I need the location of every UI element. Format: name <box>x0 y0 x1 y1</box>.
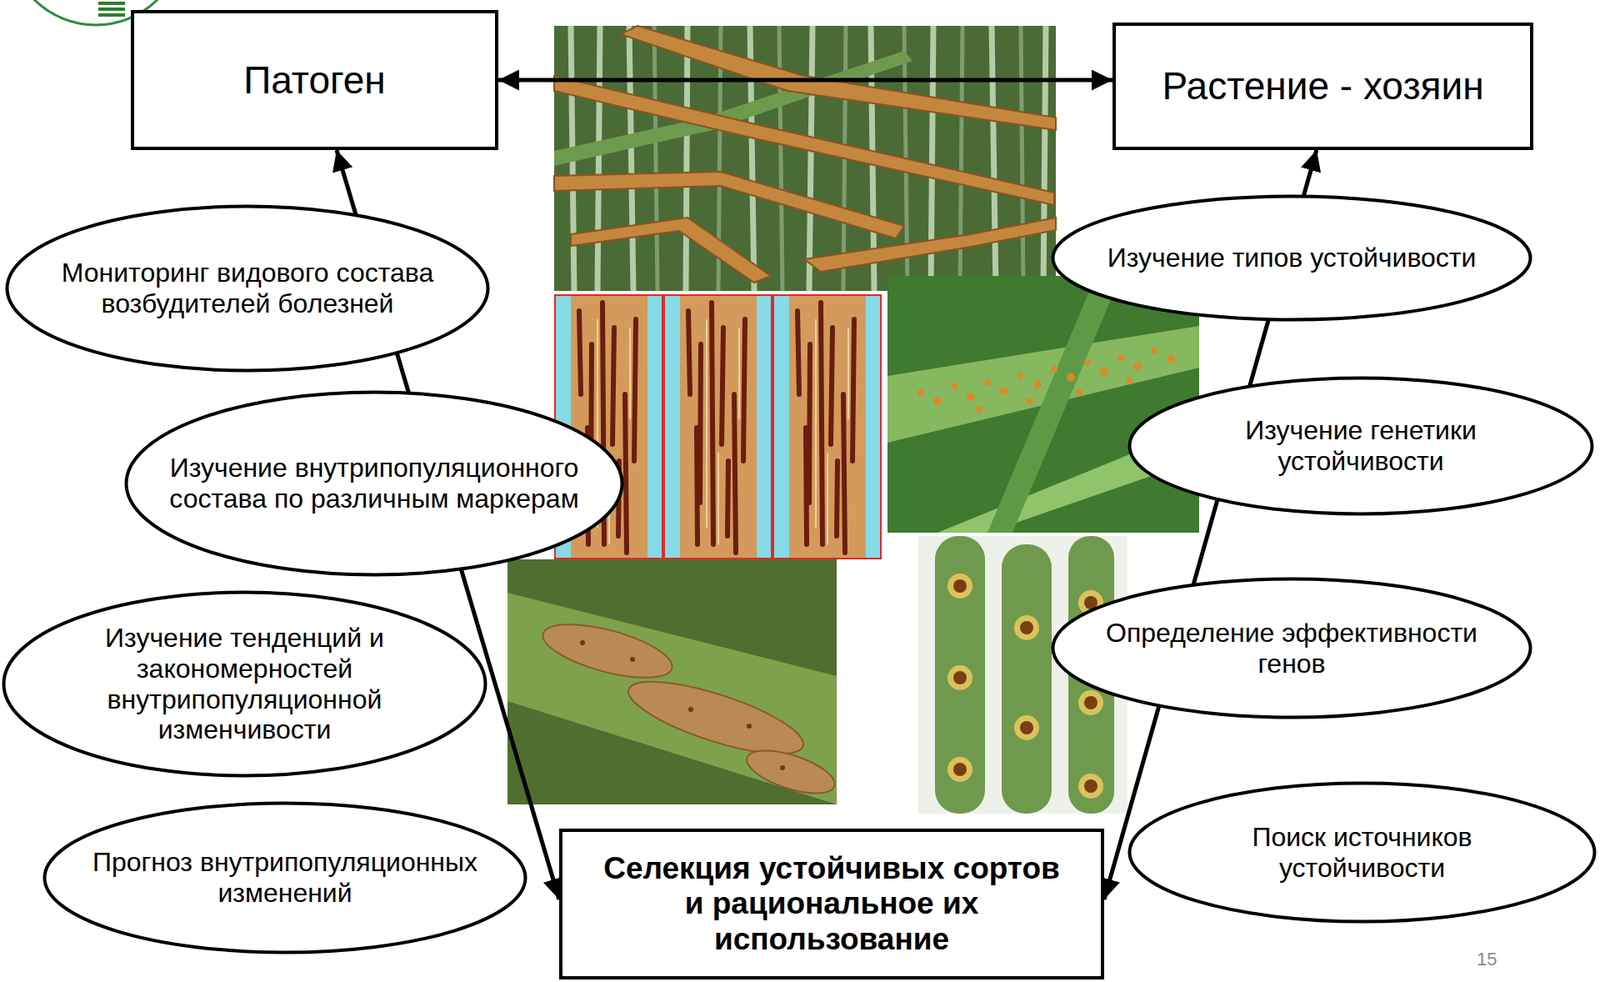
node-text: Растение - хозяин <box>1127 64 1520 109</box>
node-text-block: Растение - хозяин <box>1127 64 1520 109</box>
page-number: 15 <box>1476 948 1497 970</box>
ellipse-node: Прогноз внутрипопуляционных изменений <box>42 800 528 955</box>
photo-field <box>554 25 1056 291</box>
ellipse-node: Поиск источников устойчивости <box>1127 780 1597 924</box>
ellipse-shape <box>45 803 526 953</box>
connector-arrow <box>498 78 1113 83</box>
process-box: Селекция устойчивых сортов и рационально… <box>559 828 1105 980</box>
node-text-block: Мониторинг видового состава возбудителей… <box>49 257 447 320</box>
ellipse-shape <box>4 592 486 776</box>
photo-leaf-blotch <box>507 559 840 805</box>
node-text: Прогноз внутрипопуляционных изменений <box>86 846 485 909</box>
node-text: Селекция устойчивых сортов и рационально… <box>590 850 1074 958</box>
ellipse-shape <box>1053 196 1531 320</box>
process-box: Растение - хозяин <box>1112 22 1534 150</box>
node-text-block: Изучение внутрипопуляционного состава по… <box>169 452 580 515</box>
ellipse-node: Изучение тенденций и закономерностей вну… <box>1 590 488 778</box>
node-text-block: Патоген <box>148 58 482 103</box>
ellipse-shape <box>1053 579 1531 718</box>
node-text: Мониторинг видового состава возбудителей… <box>49 257 447 320</box>
node-text-block: Определение эффективности генов <box>1094 617 1490 680</box>
node-text: Изучение типов устойчивости <box>1094 242 1490 274</box>
node-text-block: Селекция устойчивых сортов и рационально… <box>590 850 1074 958</box>
ellipse-shape <box>1130 378 1593 515</box>
node-text: Изучение генетики устойчивости <box>1170 415 1553 477</box>
node-text: Определение эффективности генов <box>1094 617 1490 680</box>
ellipse-shape <box>7 206 489 371</box>
photo-leaf-rust <box>887 275 1200 533</box>
node-text-block: Прогноз внутрипопуляционных изменений <box>86 846 485 909</box>
node-text: Поиск источников устойчивости <box>1170 821 1555 884</box>
ellipse-shape <box>126 392 623 575</box>
node-text-block: Изучение генетики устойчивости <box>1170 415 1553 477</box>
ellipse-node: Изучение генетики устойчивости <box>1127 375 1595 516</box>
node-text: Изучение внутрипопуляционного состава по… <box>169 452 580 515</box>
ellipse-node: Изучение внутрипопуляционного состава по… <box>124 390 625 577</box>
ellipse-node: Определение эффективности генов <box>1050 576 1533 720</box>
node-text: Изучение тенденций и закономерностей вну… <box>45 622 445 745</box>
process-box: Патоген <box>130 10 499 150</box>
node-text-block: Изучение тенденций и закономерностей вну… <box>45 622 445 745</box>
ellipse-node: Изучение типов устойчивости <box>1050 194 1533 322</box>
node-text: Патоген <box>148 58 482 103</box>
node-text-block: Поиск источников устойчивости <box>1170 821 1555 884</box>
ellipse-node: Мониторинг видового состава возбудителей… <box>5 204 490 373</box>
ellipse-shape <box>1130 783 1595 922</box>
node-text-block: Изучение типов устойчивости <box>1094 242 1490 274</box>
